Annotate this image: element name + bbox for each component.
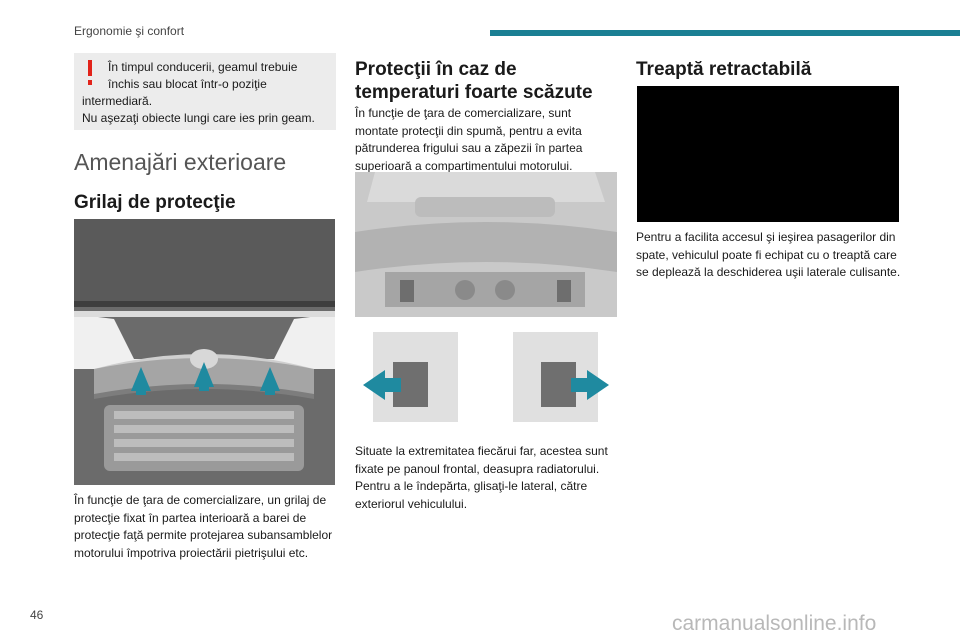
retractable-step-text: Pentru a facilita accesul şi ieşirea pas… bbox=[636, 230, 901, 279]
running-header: Ergonomie şi confort bbox=[74, 24, 185, 38]
watermark: carmanualsonline.info bbox=[672, 612, 877, 635]
retractable-step-image bbox=[637, 86, 899, 222]
heading-grille: Grilaj de protecţie bbox=[74, 192, 236, 213]
warning-text-1: În timpul conducerii, geamul trebuie înc… bbox=[108, 60, 298, 91]
warning-box bbox=[74, 53, 336, 130]
cold-protection-text-2: Situate la extremitatea fiecărui far, ac… bbox=[355, 444, 608, 511]
warning-icon bbox=[88, 60, 92, 85]
cold-protection-text-1: În funcţie de ţara de comercializare, su… bbox=[355, 106, 583, 173]
heading-retractable-step: Treaptă retractabilă bbox=[636, 59, 812, 80]
foam-protection-illustration bbox=[355, 172, 617, 435]
grille-illustration bbox=[74, 219, 335, 485]
heading-cold-protection: Protecţii în caz de temperaturi foarte s… bbox=[355, 59, 593, 103]
warning-text-3: Nu aşezaţi obiecte lungi care ies prin g… bbox=[82, 111, 315, 125]
header-accent-bar bbox=[490, 30, 960, 36]
section-title: Amenajări exterioare bbox=[74, 149, 287, 175]
warning-text-2: intermediară. Nu aşezaţi obiecte lungi c… bbox=[82, 93, 332, 127]
grille-text: În funcţie de ţara de comercializare, un… bbox=[74, 493, 333, 560]
warning-text-2a: intermediară. bbox=[82, 94, 153, 108]
page-number: 46 bbox=[30, 608, 44, 622]
